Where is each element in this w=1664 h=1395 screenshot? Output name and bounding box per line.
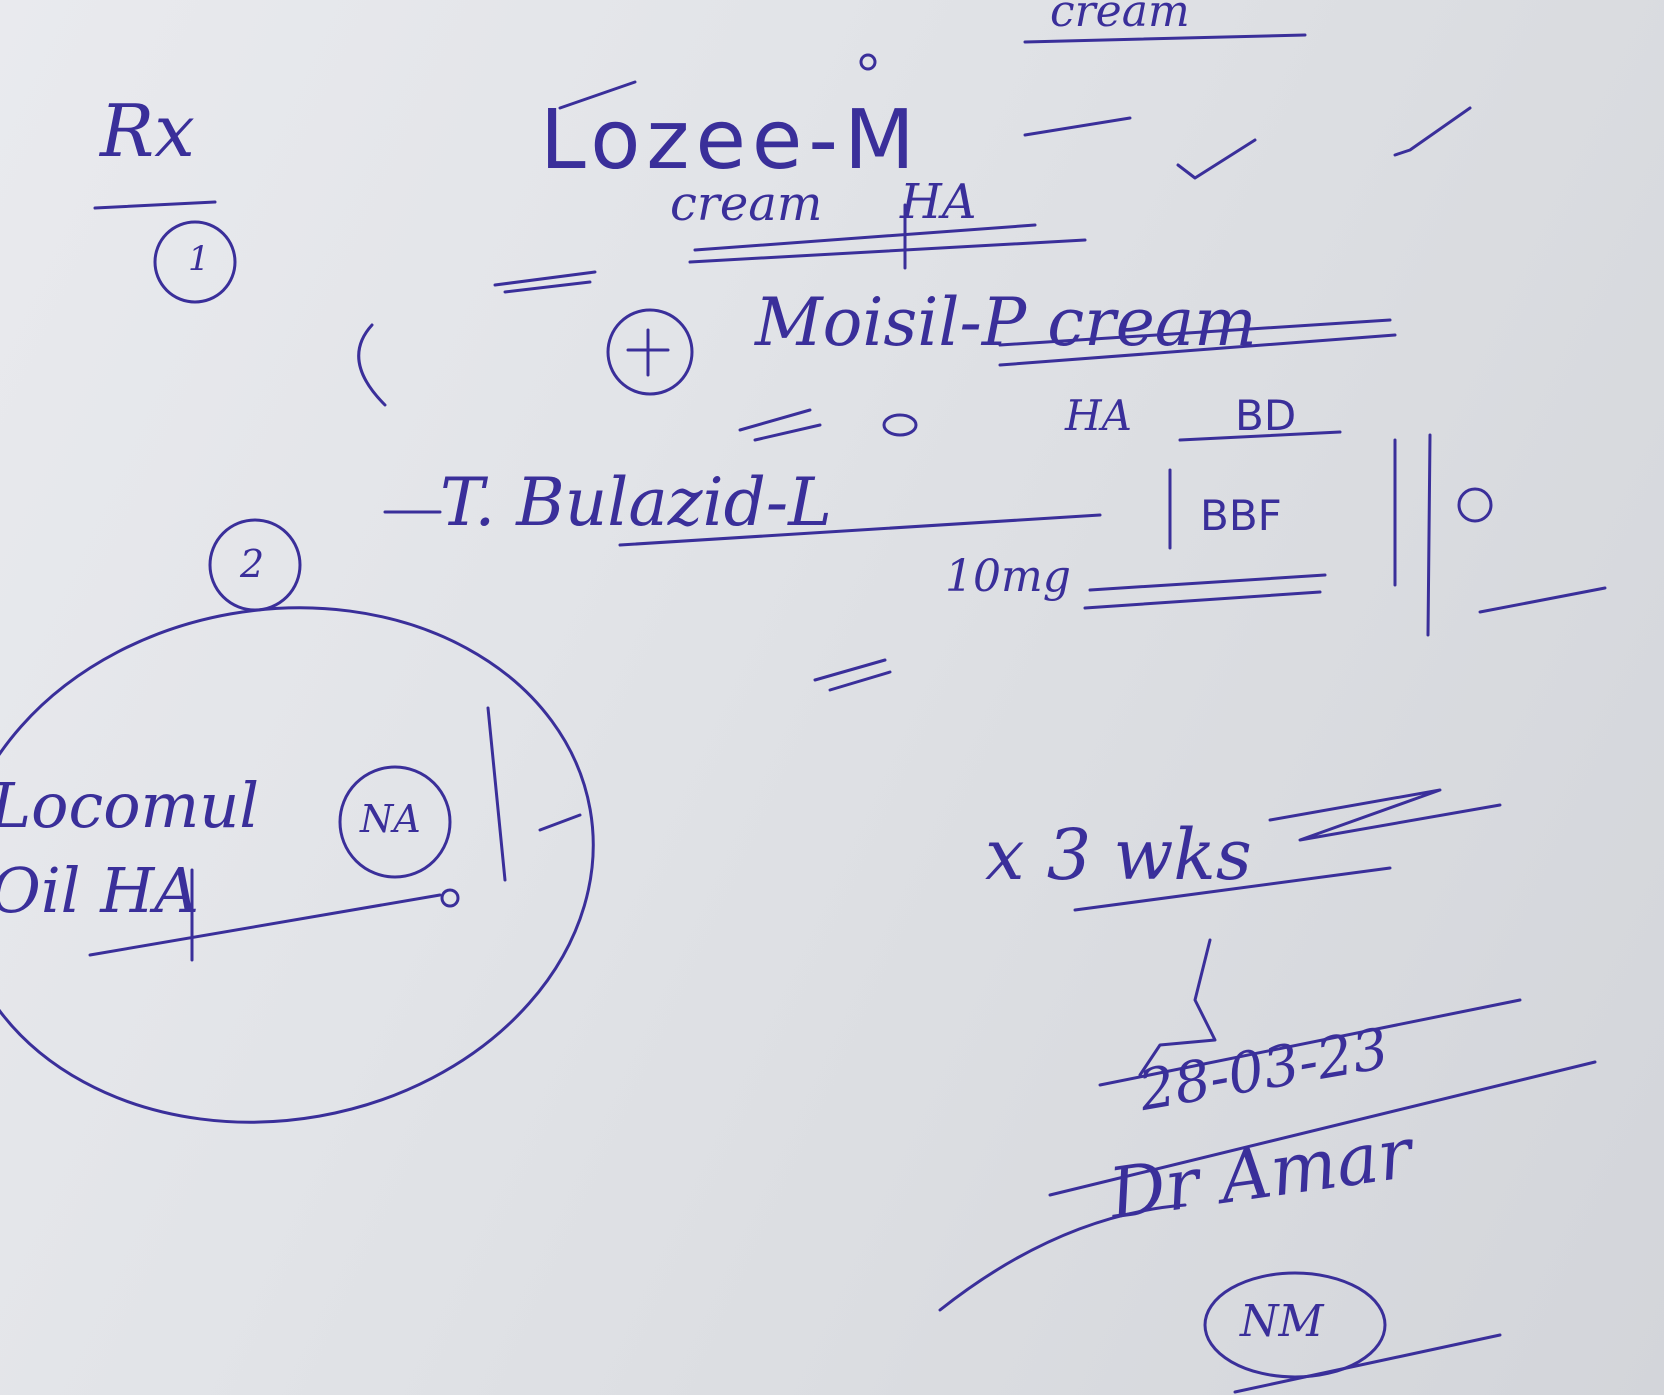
dash-6 <box>828 670 892 692</box>
cream-underline-2 <box>688 238 1087 264</box>
ink-dot-1 <box>859 53 877 71</box>
item-3-name: Moisil-P cream <box>755 284 1257 361</box>
rx-underline <box>93 200 217 210</box>
cream-underline-1 <box>693 223 1037 252</box>
circled-na <box>338 765 452 879</box>
item-3-note: HA <box>1065 391 1132 440</box>
header-fragment: cream <box>1050 0 1190 37</box>
doctor-flourish <box>938 1203 1187 1312</box>
dash-lozee <box>558 80 637 110</box>
item-1-name: Lozee-M <box>540 93 921 188</box>
duration-underline <box>1073 866 1392 912</box>
initials-oval <box>1203 1271 1387 1379</box>
moisil-underline-1 <box>998 318 1392 347</box>
item-2-number: 1 <box>188 239 210 279</box>
scribble-underline-2 <box>503 280 592 294</box>
signature-stroke <box>1138 938 1217 1077</box>
duration: x 3 wks <box>985 814 1252 896</box>
dash-3 <box>753 423 822 442</box>
signature-underline-1 <box>1098 998 1522 1087</box>
oval-bar <box>486 706 507 882</box>
item-4-number: 2 <box>240 542 265 586</box>
check-mark-1 <box>1176 138 1257 180</box>
circled-number-1 <box>153 220 237 304</box>
item-4-name: T. Bulazid-L <box>440 464 833 541</box>
bbf-underline-2 <box>1083 590 1322 610</box>
date-underline <box>1048 1060 1597 1197</box>
ink-dot-2 <box>882 413 918 437</box>
plus-sign <box>626 328 670 377</box>
item-4-note: BD <box>1235 391 1297 440</box>
circled-block-line1: Locomul <box>0 769 260 842</box>
dash-4 <box>1478 586 1607 614</box>
rx-symbol: Rx <box>100 89 195 173</box>
dash-5 <box>813 658 887 682</box>
item-5-name: 10mg <box>945 551 1071 602</box>
bottom-line <box>1233 1333 1502 1394</box>
dash-2 <box>738 408 812 432</box>
item-2-name: cream <box>670 176 823 232</box>
bulazid-underline <box>618 513 1102 547</box>
circled-block-label: NA <box>360 797 421 841</box>
dash-1 <box>1023 116 1132 137</box>
duration-flourish <box>1268 788 1502 842</box>
circled-block-oval <box>0 606 595 1124</box>
circled-block-line2: Oil HA <box>0 854 200 927</box>
oval-tick <box>538 813 582 832</box>
oil-underline <box>88 893 442 957</box>
circled-plus <box>606 308 694 396</box>
item-2-note: HA <box>900 174 977 230</box>
bracket-left <box>357 323 387 407</box>
bd-underline <box>1178 430 1342 442</box>
bbf-underline-1 <box>1088 573 1327 592</box>
circled-small-number <box>1457 487 1493 523</box>
check-mark-2 <box>1393 106 1472 157</box>
doctor-initials: NM <box>1240 1296 1324 1347</box>
bbf-bar-right-2 <box>1426 433 1432 637</box>
moisil-underline-2 <box>998 333 1397 367</box>
scribble-underline <box>493 270 597 287</box>
oil-dot <box>440 888 460 908</box>
item-5-note: BBF <box>1200 491 1282 540</box>
header-underline <box>1023 33 1307 44</box>
